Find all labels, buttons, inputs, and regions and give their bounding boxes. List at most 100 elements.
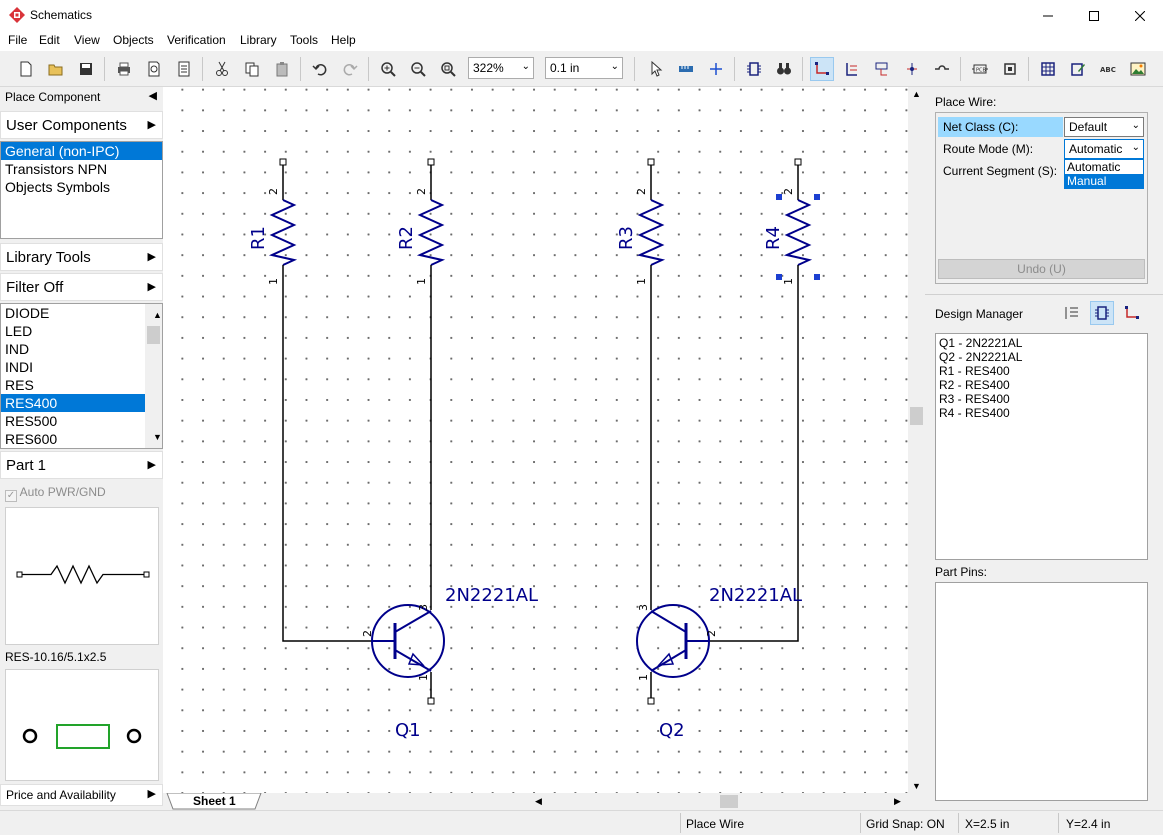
component-list[interactable]: DIODE LED IND INDI RES RES400 RES500 RES… (0, 303, 163, 449)
resistor-r1[interactable]: R1 2 1 (248, 158, 298, 285)
redo-button[interactable] (338, 57, 362, 81)
cross-tool-button[interactable] (704, 57, 728, 81)
place-junction-button[interactable] (930, 57, 954, 81)
scroll-down-icon[interactable]: ▼ (153, 432, 162, 442)
place-bus-button[interactable] (840, 57, 864, 81)
zoom-select[interactable]: 322% ⌄ (468, 57, 534, 79)
menu-file[interactable]: File (8, 33, 28, 47)
component-item[interactable]: DIODE (1, 304, 145, 322)
find-button[interactable] (772, 57, 796, 81)
sheet-tab[interactable] (165, 793, 275, 810)
selection-handles[interactable] (776, 194, 820, 280)
undo-segment-button[interactable]: Undo (U) (938, 259, 1145, 279)
menu-objects[interactable]: Objects (113, 33, 154, 47)
dm-components-button[interactable] (1090, 301, 1114, 325)
wires[interactable] (282, 281, 799, 701)
bom-button[interactable] (1036, 57, 1060, 81)
component-item[interactable]: RES400 (1, 394, 145, 412)
place-net-label-button[interactable] (870, 57, 894, 81)
zoom-fit-button[interactable] (436, 57, 460, 81)
canvas-vertical-scrollbar[interactable]: ▲ ▼ (908, 87, 925, 793)
cut-button[interactable] (210, 57, 234, 81)
component-item[interactable]: RES600 (1, 430, 145, 448)
resistor-r4[interactable]: R4 2 1 (763, 158, 820, 285)
place-component-button[interactable] (742, 57, 766, 81)
select-tool-button[interactable] (644, 57, 668, 81)
zoom-in-button[interactable] (376, 57, 400, 81)
scroll-thumb[interactable] (147, 326, 160, 344)
component-item[interactable]: LED (1, 322, 145, 340)
maximize-button[interactable] (1071, 0, 1117, 31)
minimize-button[interactable] (1025, 0, 1071, 31)
place-component-header[interactable]: Place Component ◀ (0, 87, 163, 109)
design-item[interactable]: R2 - RES400 (939, 378, 1010, 392)
route-mode-select[interactable]: Automatic ⌄ (1064, 139, 1144, 159)
part-pins-list[interactable] (935, 582, 1148, 801)
horizontal-scroll-thumb[interactable] (720, 795, 738, 808)
print-preview-button[interactable] (142, 57, 166, 81)
menu-verification[interactable]: Verification (167, 33, 226, 47)
resistor-r2[interactable]: R2 2 1 (396, 158, 446, 285)
component-item[interactable]: IND (1, 340, 145, 358)
user-components-button[interactable]: User Components ▶ (0, 111, 163, 139)
auto-pwr-checkbox[interactable]: ✓ Auto PWR/GND (5, 485, 106, 502)
close-button[interactable] (1117, 0, 1163, 31)
filter-button[interactable]: Filter Off ▶ (0, 273, 163, 301)
schematic-canvas[interactable]: R1 2 1 R2 2 1 R3 2 1 (163, 87, 908, 793)
scroll-down-icon[interactable]: ▼ (912, 781, 921, 791)
collapse-left-icon[interactable]: ◀ (148, 90, 157, 102)
measure-tool-button[interactable] (674, 57, 698, 81)
library-list[interactable]: General (non-IPC) Transistors NPN Object… (0, 141, 163, 239)
library-item[interactable]: General (non-IPC) (1, 142, 162, 160)
component-item[interactable]: INDI (1, 358, 145, 376)
schematic-drawing[interactable]: R1 2 1 R2 2 1 R3 2 1 (163, 87, 908, 793)
price-availability-button[interactable]: Price and Availability ▶ (0, 784, 163, 806)
design-item[interactable]: R4 - RES400 (939, 406, 1010, 420)
menu-edit[interactable]: Edit (39, 33, 60, 47)
component-view-button[interactable] (998, 57, 1022, 81)
scroll-up-icon[interactable]: ▲ (153, 310, 162, 320)
insert-image-button[interactable] (1126, 57, 1150, 81)
route-option-manual[interactable]: Manual (1065, 174, 1143, 188)
dm-wires-button[interactable] (1120, 301, 1144, 325)
copy-button[interactable] (240, 57, 264, 81)
sheet-tab-label[interactable]: Sheet 1 (193, 794, 236, 808)
export-button[interactable] (172, 57, 196, 81)
route-mode-dropdown[interactable]: Automatic Manual (1064, 159, 1144, 189)
pcb-button[interactable]: PCB (968, 57, 992, 81)
design-item[interactable]: Q1 - 2N2221AL (939, 336, 1023, 350)
design-item[interactable]: Q2 - 2N2221AL (939, 350, 1023, 364)
zoom-out-button[interactable] (406, 57, 430, 81)
net-class-select[interactable]: Default ⌄ (1064, 117, 1144, 137)
component-item[interactable]: RES500 (1, 412, 145, 430)
library-item[interactable]: Transistors NPN (1, 160, 162, 178)
part-select-button[interactable]: Part 1 ▶ (0, 451, 163, 479)
library-tools-button[interactable]: Library Tools ▶ (0, 243, 163, 271)
new-button[interactable] (14, 57, 38, 81)
grid-select[interactable]: 0.1 in ⌄ (545, 57, 623, 79)
route-option-automatic[interactable]: Automatic (1067, 160, 1121, 174)
dm-nets-button[interactable] (1060, 301, 1084, 325)
menu-help[interactable]: Help (331, 33, 356, 47)
menu-library[interactable]: Library (240, 33, 277, 47)
resistor-r3[interactable]: R3 2 1 (616, 158, 666, 285)
design-item[interactable]: R3 - RES400 (939, 392, 1010, 406)
menu-tools[interactable]: Tools (290, 33, 319, 47)
open-button[interactable] (44, 57, 68, 81)
print-button[interactable] (112, 57, 136, 81)
design-manager-list[interactable]: Q1 - 2N2221AL Q2 - 2N2221AL R1 - RES400 … (935, 333, 1148, 560)
scroll-right-icon[interactable]: ▶ (894, 796, 901, 806)
undo-button[interactable] (308, 57, 332, 81)
menu-view[interactable]: View (74, 33, 100, 47)
place-wire-button[interactable] (810, 57, 834, 81)
library-item[interactable]: Objects Symbols (1, 178, 162, 196)
design-item[interactable]: R1 - RES400 (939, 364, 1010, 378)
save-button[interactable] (74, 57, 98, 81)
place-power-button[interactable] (900, 57, 924, 81)
paste-button[interactable] (270, 57, 294, 81)
scroll-left-icon[interactable]: ◀ (535, 796, 542, 806)
spell-check-button[interactable]: ABC (1096, 57, 1120, 81)
scroll-up-icon[interactable]: ▲ (912, 89, 921, 99)
edit-properties-button[interactable] (1066, 57, 1090, 81)
transistor-q1[interactable]: 2 3 1 2N2221AL Q1 (361, 585, 538, 741)
